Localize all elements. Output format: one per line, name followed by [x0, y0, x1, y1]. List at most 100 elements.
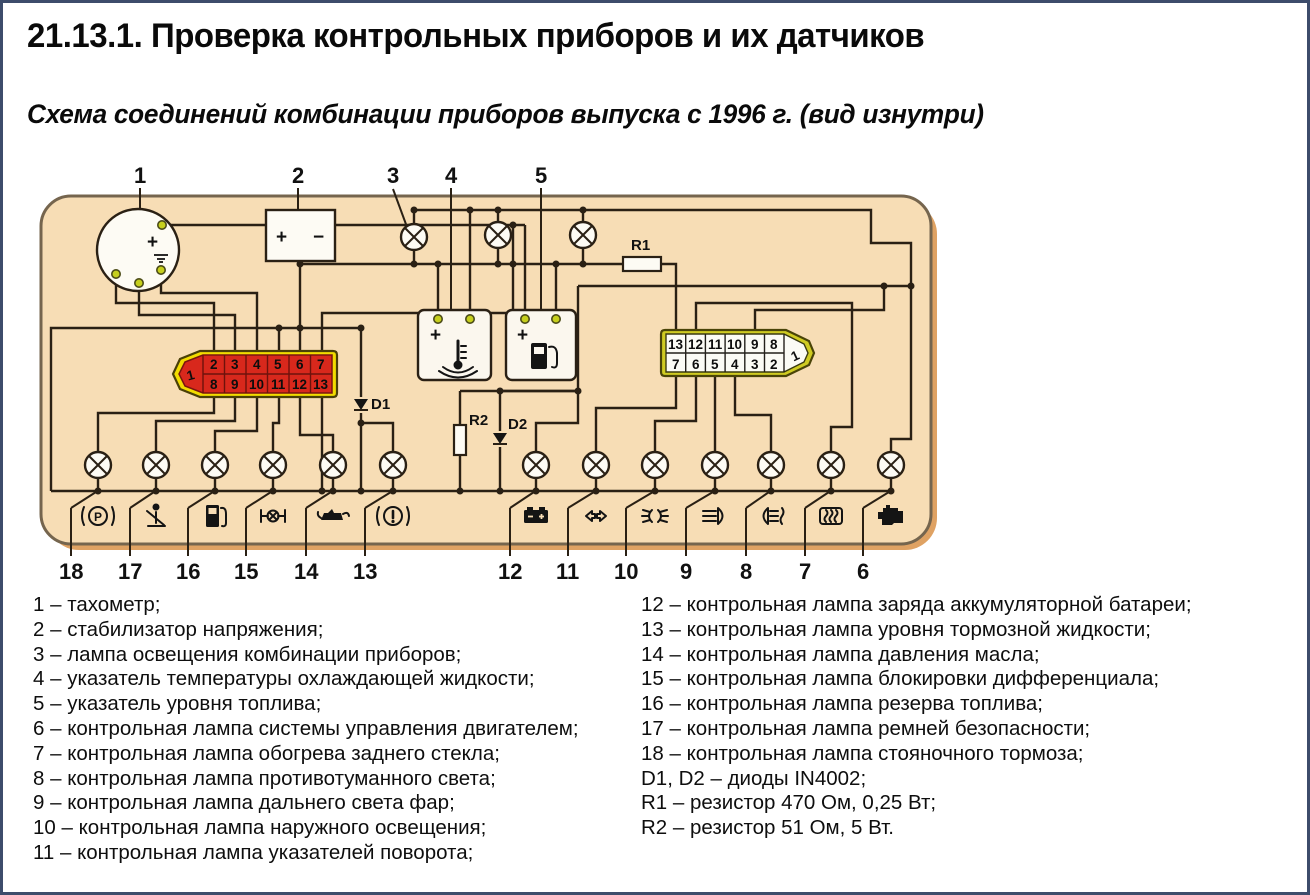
junction-dots — [94, 206, 915, 495]
white-pin: 5 — [711, 357, 719, 372]
legend-left-column: 1 – тахометр; 2 – стабилизатор напряжени… — [33, 593, 633, 866]
red-pin: 3 — [231, 357, 239, 372]
resistor-r1: R1 — [621, 237, 663, 273]
legend-item: R1 – резистор 470 Ом, 0,25 Вт; — [641, 791, 937, 815]
diode-d1: D1 — [354, 396, 390, 413]
callout-5: 5 — [535, 163, 547, 188]
voltage-stabilizer: + − — [264, 208, 337, 263]
red-pin: 12 — [292, 377, 307, 392]
diode-d2: D2 — [493, 416, 527, 445]
battery-icon — [524, 507, 548, 523]
white-pin: 3 — [751, 357, 759, 372]
side-lights-icon — [641, 509, 669, 523]
high-beam-icon — [702, 507, 724, 525]
callout-15: 15 — [234, 559, 258, 584]
red-pin: 5 — [274, 357, 282, 372]
legend-item: R2 – резистор 51 Ом, 5 Вт. — [641, 816, 894, 840]
rear-defrost-icon — [819, 507, 843, 525]
callout-6: 6 — [857, 559, 869, 584]
legend-item: 1 – тахометр; — [33, 593, 161, 616]
callout-2: 2 — [292, 163, 304, 188]
lamp-icon — [876, 450, 906, 480]
lamp-icon — [700, 450, 730, 480]
lamp-icon — [640, 450, 670, 480]
fuel-plus-sign: + — [517, 325, 528, 346]
diff-lock-icon — [260, 509, 286, 523]
d2-label: D2 — [508, 416, 527, 433]
red-pin: 2 — [210, 357, 218, 372]
lamp-icon — [568, 220, 598, 250]
tach-plus-sign: + — [147, 232, 158, 253]
fuel-pump-icon — [206, 505, 227, 528]
lamp-icon — [816, 450, 846, 480]
legend-right-column: 12 – контрольная лампа заряда аккумулято… — [641, 593, 1301, 841]
white-pin: 9 — [751, 337, 759, 352]
illumination-lamps — [399, 220, 598, 252]
warning-lamps — [83, 450, 906, 480]
red-connector: 1 2 3 4 5 6 7 8 9 10 11 12 13 — [171, 349, 339, 399]
legend-item: 14 – контрольная лампа давления масла; — [641, 642, 1040, 666]
callout-17: 17 — [118, 559, 142, 584]
red-pin: 11 — [271, 377, 286, 392]
lamp-icon — [200, 450, 230, 480]
red-pin: 4 — [253, 357, 261, 372]
legend-item: 3 – лампа освещения комбинации приборов; — [33, 642, 462, 666]
lamp-icon — [483, 220, 513, 250]
legend-item: 11 – контрольная лампа указателей поворо… — [33, 840, 474, 864]
legend-item: 10 – контрольная лампа наружного освещен… — [33, 816, 487, 840]
red-pin: 8 — [210, 377, 218, 392]
callout-8: 8 — [740, 559, 752, 584]
callout-16: 16 — [176, 559, 200, 584]
legend-item: 17 – контрольная лампа ремней безопаснос… — [641, 716, 1091, 740]
legend-item: 16 – контрольная лампа резерва топлива; — [641, 692, 1043, 716]
callout-14: 14 — [294, 559, 319, 584]
fuel-level-gauge: + — [504, 308, 578, 382]
diagram-subtitle: Схема соединений комбинации приборов вып… — [27, 99, 984, 129]
white-pin: 11 — [708, 337, 723, 352]
lamp-icon — [756, 450, 786, 480]
callout-4: 4 — [445, 163, 458, 188]
wiring-diagram: 1 2 3 4 5 + + — [39, 163, 937, 584]
coolant-temp-icon — [438, 339, 478, 379]
top-callouts: 1 2 3 4 5 — [134, 163, 547, 310]
brake-warning-icon — [376, 506, 410, 526]
legend-item: 12 – контрольная лампа заряда аккумулято… — [641, 593, 1192, 616]
callout-7: 7 — [799, 559, 811, 584]
red-pin: 6 — [296, 357, 304, 372]
legend-item: 15 – контрольная лампа блокировки диффер… — [641, 667, 1160, 691]
callout-13: 13 — [353, 559, 377, 584]
red-pin: 7 — [317, 357, 325, 372]
white-pin: 2 — [770, 357, 778, 372]
callout-3: 3 — [387, 163, 399, 188]
lamp-icon — [399, 222, 429, 252]
white-connector: 1 13 12 11 10 9 8 7 6 5 4 3 2 — [659, 328, 816, 378]
lamp-icon — [521, 450, 551, 480]
legend-item: 7 – контрольная лампа обогрева заднего с… — [33, 741, 500, 765]
callout-18: 18 — [59, 559, 83, 584]
fuel-gauge-icon — [531, 343, 558, 369]
callout-12: 12 — [498, 559, 522, 584]
white-pin: 7 — [672, 357, 680, 372]
engine-check-icon — [878, 505, 903, 525]
legend-item: D1, D2 – диоды IN4002; — [641, 766, 867, 790]
lamp-icon — [581, 450, 611, 480]
lamp-icon — [141, 450, 171, 480]
seatbelt-icon — [146, 503, 166, 527]
bottom-callouts: 18 17 16 15 14 13 12 11 10 9 8 7 6 — [59, 491, 890, 584]
coolant-temp-gauge: + — [416, 308, 493, 382]
callout-10: 10 — [614, 559, 638, 584]
page-title: 21.13.1. Проверка контрольных приборов и… — [27, 17, 925, 55]
lamp-icon — [83, 450, 113, 480]
white-pin: 13 — [668, 337, 684, 352]
red-pin: 13 — [313, 377, 329, 392]
fog-light-icon — [762, 507, 785, 525]
white-pin: 12 — [688, 337, 703, 352]
red-pin: 9 — [231, 377, 239, 392]
legend-item: 6 – контрольная лампа системы управления… — [33, 716, 579, 740]
callout-11: 11 — [556, 559, 579, 584]
callout-9: 9 — [680, 559, 692, 584]
stabilizer-plus-sign: + — [276, 227, 287, 248]
white-pin: 10 — [727, 337, 742, 352]
legend-item: 8 – контрольная лампа противотуманного с… — [33, 766, 496, 790]
